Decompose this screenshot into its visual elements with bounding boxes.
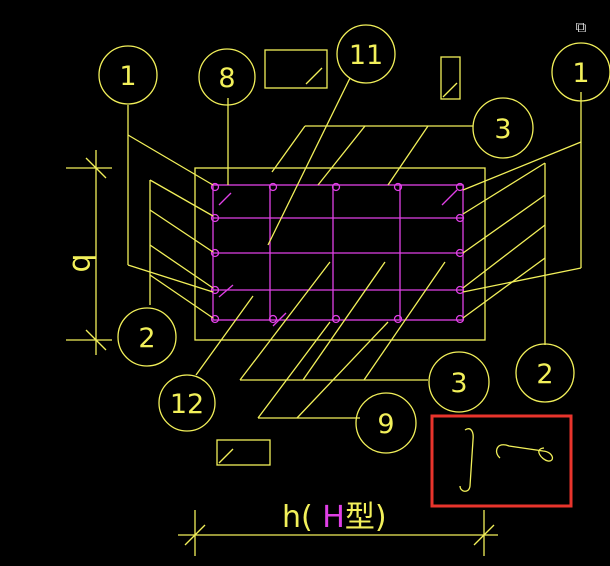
- expand-icon: ⧉: [575, 18, 587, 36]
- callout-bubble-2-right: 2: [515, 343, 575, 403]
- svg-text:11: 11: [349, 40, 383, 71]
- dimension-b-label: b: [65, 253, 100, 272]
- expand-button[interactable]: ⧉: [568, 14, 594, 40]
- svg-text:3: 3: [494, 114, 511, 145]
- callout-bubble-9: 9: [355, 392, 417, 454]
- stirrup-cage: [210, 182, 465, 327]
- leader-lines: [127, 77, 582, 419]
- svg-text:3: 3: [450, 368, 467, 399]
- svg-text:9: 9: [377, 409, 394, 440]
- callout-bubble-1-right: 1: [551, 42, 610, 102]
- callout-bubble-2-left: 2: [117, 307, 177, 367]
- callout-bubble-11: 11: [336, 24, 396, 84]
- callout-bubble-1-left: 1: [98, 45, 158, 105]
- svg-text:2: 2: [536, 359, 553, 390]
- dimension-b: b: [65, 150, 112, 355]
- column-outline: [194, 167, 486, 341]
- selection-highlight-box: [430, 414, 573, 508]
- callout-bubble-12: 12: [158, 374, 216, 432]
- dimension-h-label: h( H型): [282, 500, 387, 535]
- svg-text:2: 2: [138, 323, 155, 354]
- hook-legend: [430, 414, 573, 508]
- callout-bubble-3-bottom: 3: [428, 351, 490, 413]
- dimension-h: h( H型): [178, 500, 498, 556]
- callout-bubble-3-top: 3: [472, 97, 534, 159]
- section-markers: [216, 49, 461, 466]
- svg-text:12: 12: [170, 389, 204, 420]
- svg-text:8: 8: [218, 63, 235, 94]
- svg-text:1: 1: [119, 61, 136, 92]
- svg-text:1: 1: [572, 58, 589, 89]
- callout-bubble-8: 8: [198, 48, 256, 106]
